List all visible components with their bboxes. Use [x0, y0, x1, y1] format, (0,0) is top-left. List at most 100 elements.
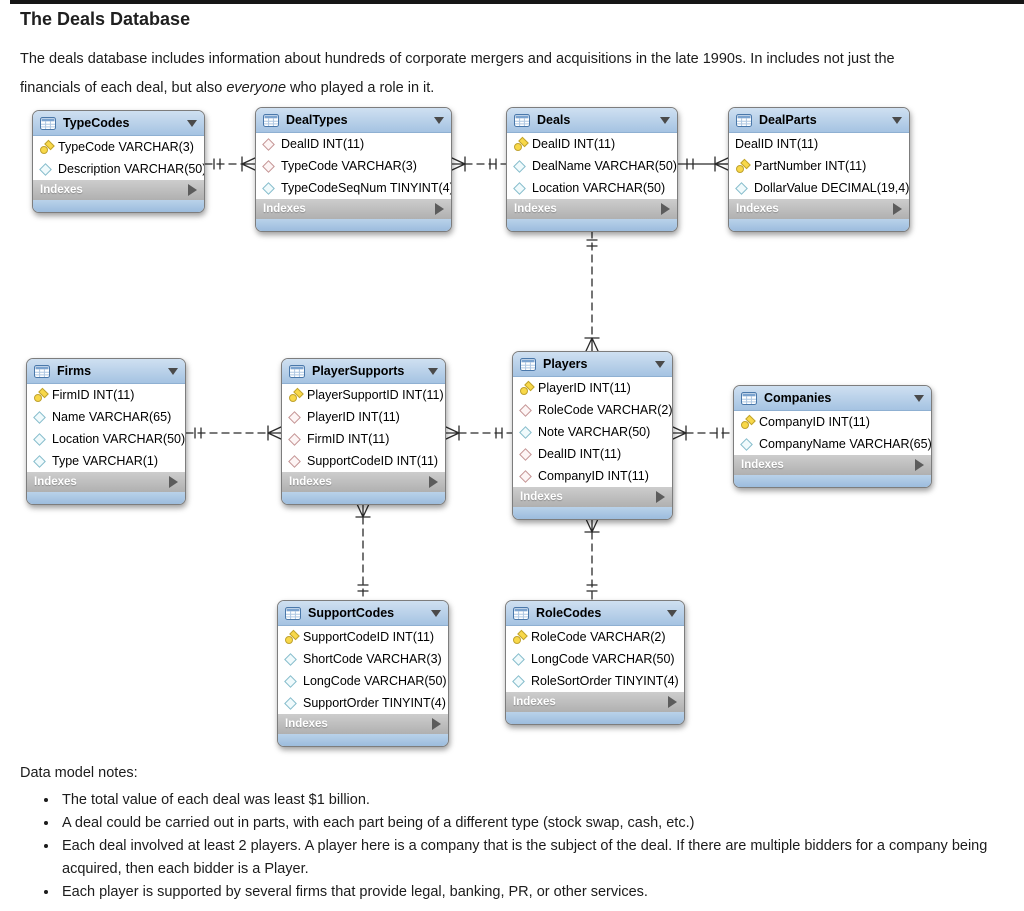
indexes-bar[interactable]: Indexes [507, 199, 677, 219]
column-label: RoleSortOrder TINYINT(4) [531, 674, 679, 688]
indexes-label: Indexes [285, 718, 328, 730]
table-columns: RoleCode VARCHAR(2) LongCode VARCHAR(50)… [506, 626, 684, 692]
table-firms[interactable]: Firms FirmID INT(11) Name VARCHAR(65) Lo… [26, 358, 186, 505]
table-footer-strip [27, 492, 185, 504]
indexes-bar[interactable]: Indexes [256, 199, 451, 219]
connector-typecodes-dealtypes [204, 156, 256, 172]
column-label: DealID INT(11) [281, 137, 365, 151]
collapse-caret-icon[interactable] [434, 116, 444, 124]
expand-arrow-icon [668, 696, 677, 708]
column-label: Note VARCHAR(50) [538, 425, 651, 439]
column-row: PlayerID INT(11) [513, 377, 672, 399]
column-row: RoleCode VARCHAR(2) [513, 399, 672, 421]
column-label: RoleCode VARCHAR(2) [538, 403, 672, 417]
table-icon [285, 606, 301, 620]
column-row: PlayerID INT(11) [282, 406, 445, 428]
table-players[interactable]: Players PlayerID INT(11) RoleCode VARCHA… [512, 351, 673, 520]
column-row: DealID INT(11) [507, 133, 677, 155]
indexes-bar[interactable]: Indexes [27, 472, 185, 492]
connector-players-companies [672, 425, 734, 441]
primary-key-icon [39, 141, 52, 154]
column-row: TypeCodeSeqNum TINYINT(4) [256, 177, 451, 199]
table-supportcodes[interactable]: SupportCodes SupportCodeID INT(11) Short… [277, 600, 449, 747]
indexes-bar[interactable]: Indexes [729, 199, 909, 219]
expand-arrow-icon [429, 476, 438, 488]
indexes-bar[interactable]: Indexes [33, 180, 204, 200]
table-columns: DealID INT(11) TypeCode VARCHAR(3) TypeC… [256, 133, 451, 199]
column-label: DealID INT(11) [532, 137, 616, 151]
collapse-caret-icon[interactable] [431, 609, 441, 617]
table-header: Companies [734, 386, 931, 411]
table-columns: DealID INT(11) DealName VARCHAR(50) Loca… [507, 133, 677, 199]
connector-dealtypes-deals [451, 156, 507, 172]
foreign-key-icon [519, 470, 532, 483]
collapse-caret-icon[interactable] [660, 116, 670, 124]
table-companies[interactable]: Companies CompanyID INT(11) CompanyName … [733, 385, 932, 488]
primary-key-icon [740, 416, 753, 429]
column-label: Description VARCHAR(50) [58, 162, 204, 176]
collapse-caret-icon[interactable] [168, 367, 178, 375]
column-label: Location VARCHAR(50) [532, 181, 666, 195]
column-row: Note VARCHAR(50) [513, 421, 672, 443]
table-columns: PlayerID INT(11) RoleCode VARCHAR(2) Not… [513, 377, 672, 487]
column-row: SupportOrder TINYINT(4) [278, 692, 448, 714]
column-row: Type VARCHAR(1) [27, 450, 185, 472]
collapse-caret-icon[interactable] [428, 367, 438, 375]
collapse-caret-icon[interactable] [187, 119, 197, 127]
column-icon [262, 182, 275, 195]
table-header: SupportCodes [278, 601, 448, 626]
collapse-caret-icon[interactable] [914, 394, 924, 402]
connector-firms-playersupports [185, 425, 282, 441]
table-playersupports[interactable]: PlayerSupports PlayerSupportID INT(11) P… [281, 358, 446, 505]
indexes-bar[interactable]: Indexes [282, 472, 445, 492]
note-item: Each deal involved at least 2 players. A… [59, 835, 1010, 881]
foreign-key-icon [519, 448, 532, 461]
table-dealparts[interactable]: DealParts DealID INT(11) PartNumber INT(… [728, 107, 910, 232]
table-footer-strip [513, 507, 672, 519]
connector-deals-dealparts [677, 156, 729, 172]
column-icon [512, 675, 525, 688]
indexes-bar[interactable]: Indexes [734, 455, 931, 475]
collapse-caret-icon[interactable] [655, 360, 665, 368]
foreign-key-icon [519, 404, 532, 417]
table-title: SupportCodes [308, 606, 395, 620]
table-deals[interactable]: Deals DealID INT(11) DealName VARCHAR(50… [506, 107, 678, 232]
collapse-caret-icon[interactable] [892, 116, 902, 124]
table-title: TypeCodes [63, 116, 130, 130]
table-rolecodes[interactable]: RoleCodes RoleCode VARCHAR(2) LongCode V… [505, 600, 685, 725]
er-diagram: TypeCodes TypeCode VARCHAR(3) Descriptio… [0, 95, 1024, 765]
primary-key-icon [33, 389, 46, 402]
column-icon [33, 433, 46, 446]
table-title: DealParts [759, 113, 817, 127]
column-label: Location VARCHAR(50) [52, 432, 185, 446]
table-dealtypes[interactable]: DealTypes DealID INT(11) TypeCode VARCHA… [255, 107, 452, 232]
collapse-caret-icon[interactable] [667, 609, 677, 617]
table-header: PlayerSupports [282, 359, 445, 384]
column-row: SupportCodeID INT(11) [282, 450, 445, 472]
column-label: DollarValue DECIMAL(19,4) [754, 181, 909, 195]
column-icon [740, 438, 753, 451]
table-columns: CompanyID INT(11) CompanyName VARCHAR(65… [734, 411, 931, 455]
table-footer-strip [282, 492, 445, 504]
column-row: DealID INT(11) [256, 133, 451, 155]
indexes-label: Indexes [741, 459, 784, 471]
column-row: Name VARCHAR(65) [27, 406, 185, 428]
table-header: DealParts [729, 108, 909, 133]
table-columns: SupportCodeID INT(11) ShortCode VARCHAR(… [278, 626, 448, 714]
table-header: Players [513, 352, 672, 377]
indexes-bar[interactable]: Indexes [506, 692, 684, 712]
column-label: TypeCode VARCHAR(3) [58, 140, 194, 154]
indexes-bar[interactable]: Indexes [513, 487, 672, 507]
column-label: CompanyID INT(11) [759, 415, 870, 429]
column-row: RoleSortOrder TINYINT(4) [506, 670, 684, 692]
indexes-bar[interactable]: Indexes [278, 714, 448, 734]
column-row: LongCode VARCHAR(50) [278, 670, 448, 692]
column-row: TypeCode VARCHAR(3) [256, 155, 451, 177]
table-columns: PlayerSupportID INT(11) PlayerID INT(11)… [282, 384, 445, 472]
connector-playersupports-supportcodes [355, 503, 371, 601]
table-columns: DealID INT(11) PartNumber INT(11) Dollar… [729, 133, 909, 199]
column-row: FirmID INT(11) [27, 384, 185, 406]
column-icon [33, 455, 46, 468]
column-icon [519, 426, 532, 439]
table-typecodes[interactable]: TypeCodes TypeCode VARCHAR(3) Descriptio… [32, 110, 205, 213]
